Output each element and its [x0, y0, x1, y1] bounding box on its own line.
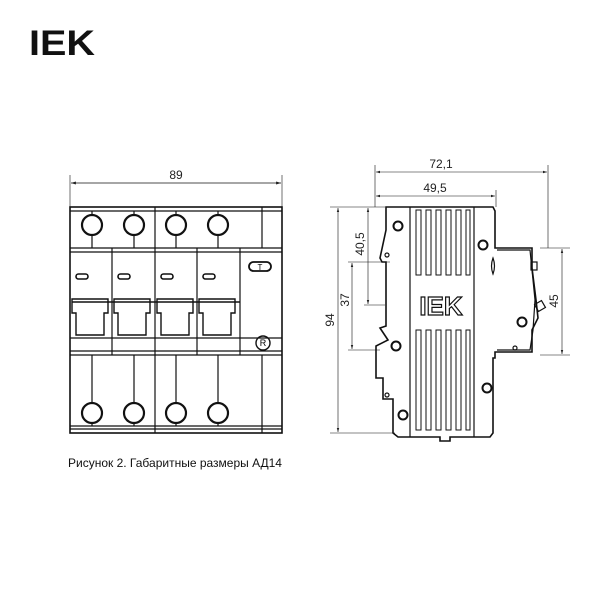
test-button-label: T: [258, 263, 263, 272]
terminal-screw-icon: [122, 401, 146, 425]
figure-caption: Рисунок 2. Габаритные размеры АД14: [68, 456, 282, 470]
dim-37: 37: [338, 293, 352, 307]
reset-mark-icon: [255, 335, 271, 351]
iek-logo: IEK: [29, 24, 95, 63]
front-view: [69, 175, 283, 434]
dim-depth-49-5: 49,5: [423, 181, 447, 195]
body-iek-logo: IEK: [417, 290, 465, 322]
terminal-screw-icon: [206, 401, 230, 425]
svg-text:IEK: IEK: [419, 291, 463, 321]
terminal-screw-icon: [206, 213, 230, 237]
dim-width-89: 89: [169, 168, 183, 182]
dim-40-5: 40,5: [353, 232, 367, 256]
terminal-screw-icon: [164, 213, 188, 237]
dim-height-94: 94: [323, 313, 337, 327]
terminal-screw-icon: [164, 401, 188, 425]
side-view: [330, 165, 570, 442]
terminal-screw-icon: [80, 401, 104, 425]
reset-mark-label: R: [260, 338, 267, 348]
terminal-screw-icon: [80, 213, 104, 237]
test-button[interactable]: [248, 261, 272, 272]
terminal-screw-icon: [122, 213, 146, 237]
dim-45: 45: [547, 294, 561, 308]
dim-depth-72-1: 72,1: [429, 157, 453, 171]
